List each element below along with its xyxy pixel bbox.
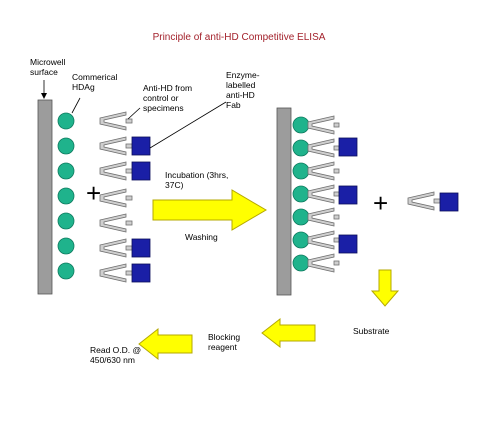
anti-hd-pointer bbox=[127, 107, 141, 120]
free-antibodies bbox=[99, 111, 127, 283]
enzyme-fab-left bbox=[131, 136, 151, 283]
plus-sign-2: + bbox=[373, 188, 388, 218]
read-arrow bbox=[138, 327, 193, 361]
free-enzyme-antibody bbox=[407, 191, 435, 211]
incubation-label: Incubation (3hrs, 37C) bbox=[165, 170, 229, 190]
enzyme-fab-pointer bbox=[149, 101, 227, 149]
enzyme-fab-right bbox=[338, 137, 358, 254]
plus-sign-1: + bbox=[86, 178, 101, 208]
blocking-label: Blocking reagent bbox=[208, 332, 241, 352]
blocking-arrow bbox=[261, 317, 316, 349]
free-enzyme-antibody-stem bbox=[433, 198, 441, 204]
substrate-down-arrow bbox=[370, 269, 400, 307]
microwell-label: Microwell surface bbox=[30, 57, 66, 77]
antibody-stems bbox=[125, 118, 133, 276]
bound-antibody-stems bbox=[333, 122, 340, 266]
incubation-arrow bbox=[152, 189, 267, 231]
enzyme-fab-label: Enzyme- labelled anti-HD Fab bbox=[226, 70, 260, 110]
free-enzyme bbox=[439, 192, 459, 212]
substrate-label: Substrate bbox=[353, 326, 390, 336]
bound-antibodies bbox=[307, 115, 335, 273]
microwell-pointer-head bbox=[41, 93, 47, 99]
hdag-antigens-right bbox=[292, 116, 310, 272]
hdag-pointer bbox=[71, 97, 81, 114]
microwell-surface-right bbox=[276, 107, 292, 296]
anti-hd-label: Anti-HD from control or specimens bbox=[143, 83, 193, 113]
microwell-surface-left bbox=[37, 99, 53, 295]
diagram-title: Principle of anti-HD Competitive ELISA bbox=[152, 32, 326, 43]
washing-label: Washing bbox=[185, 232, 218, 242]
hdag-antigens-left bbox=[57, 112, 75, 280]
hdag-label: Commerical HDAg bbox=[72, 72, 118, 92]
read-od-label: Read O.D. @ 450/630 nm bbox=[90, 345, 142, 365]
